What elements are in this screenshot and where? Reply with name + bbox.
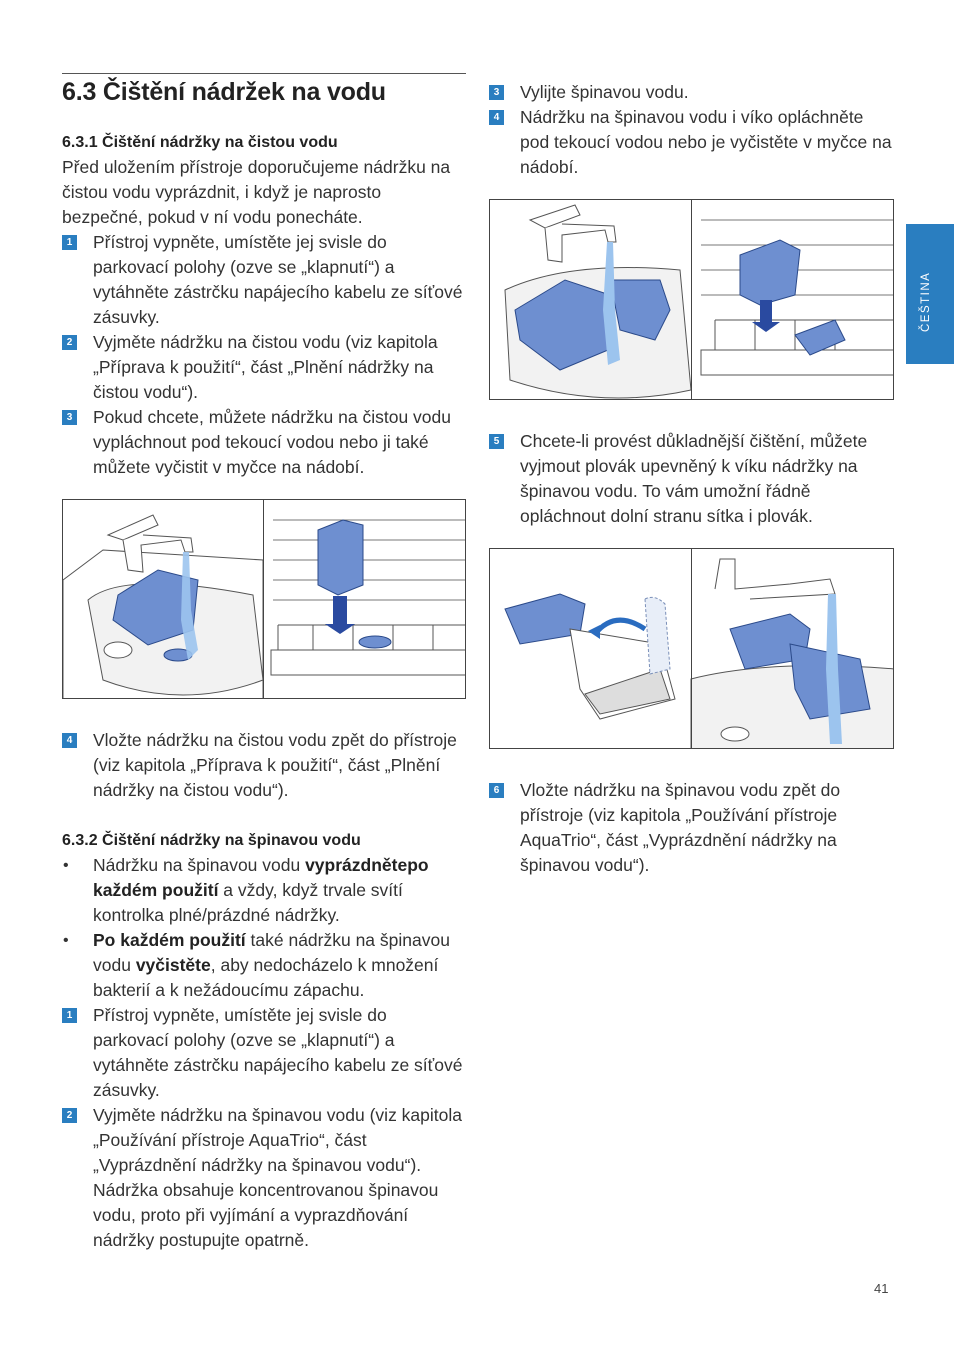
step-number: 6 [489, 783, 504, 798]
step-text: Chcete-li provést důkladnější čištění, m… [520, 431, 868, 526]
step-item: 3 Vylijte špinavou vodu. [489, 80, 894, 105]
section-title: 6.3.1 Čištění nádržky na čistou vodu [62, 134, 338, 151]
step-text: Vyjměte nádržku na špinavou vodu (viz ka… [93, 1105, 462, 1250]
step-number: 1 [62, 1008, 77, 1023]
step-item: 1 Přístroj vypněte, umístěte jej svisle d… [62, 1003, 466, 1103]
step-number: 3 [62, 410, 77, 425]
section-dirty-water-step5: 5 Chcete-li provést důkladnější čištění, … [489, 429, 894, 529]
illustration-sink-and-dishwasher [63, 500, 465, 698]
bullet-text: také nádržku na špinavou vodu [93, 930, 450, 975]
step-item: 6 Vložte nádržku na špinavou vodu zpět do… [489, 778, 894, 878]
section-clean-water-cont: 4 Vložte nádržku na čistou vodu zpět do p… [62, 728, 466, 803]
page-title: 6.3 Čištění nádržek na vodu [62, 78, 386, 106]
step-number: 1 [62, 235, 77, 250]
bullet-dot: • [63, 932, 69, 949]
step-number: 4 [62, 733, 77, 748]
step-number: 3 [489, 85, 504, 100]
figure-divider [691, 200, 692, 399]
language-tab: ČEŠTINA [906, 224, 954, 364]
section-dirty-water-cont: 3 Vylijte špinavou vodu. 4 Nádržku na špin… [489, 80, 894, 180]
bullet-text: Nádržku na špinavou vodu [93, 855, 306, 875]
illustration-sink-and-dishwasher [490, 204, 893, 399]
step-text: Vylijte špinavou vodu. [520, 82, 689, 102]
step-number: 2 [62, 335, 77, 350]
figure-float-removal [489, 548, 894, 749]
step-number: 5 [489, 434, 504, 449]
section-clean-water: 6.3.1 Čištění nádržky na čistou vodu Pře… [62, 130, 466, 480]
step-item: 4 Vložte nádržku na čistou vodu zpět do p… [62, 728, 466, 803]
bullet-dot: • [63, 857, 69, 874]
step-text: Nádržku na špinavou vodu i víko opláchně… [520, 107, 892, 177]
figure-clean-tank-rinse [62, 499, 466, 699]
bullet-text: , aby nedocházelo k množení bakterií a k… [93, 955, 439, 1000]
bullet-item: • Po každém použití také nádržku na špina… [62, 928, 466, 1003]
section-title: 6.3.2 Čištění nádržky na špinavou vodu [62, 832, 361, 849]
step-item: 2 Vyjměte nádržku na čistou vodu (viz kap… [62, 330, 466, 405]
step-number: 4 [489, 110, 504, 125]
step-text: Vložte nádržku na čistou vodu zpět do př… [93, 730, 457, 800]
bullet-bold: vyčistěte [135, 955, 211, 975]
step-text: Vložte nádržku na špinavou vodu zpět do … [520, 780, 841, 875]
step-text: Pokud chcete, můžete nádržku na čistou v… [93, 407, 451, 477]
heading-rule [62, 73, 466, 74]
step-item: 5 Chcete-li provést důkladnější čištění, … [489, 429, 894, 529]
step-item: 2 Vyjměte nádržku na špinavou vodu (viz k… [62, 1103, 466, 1253]
figure-dirty-tank-rinse [489, 199, 894, 400]
intro-text: Před uložením přístroje doporučujeme nád… [62, 157, 451, 227]
bullet-item: • Nádržku na špinavou vodu vyprázdnětepo … [62, 853, 466, 928]
page-number: 41 [874, 1281, 889, 1296]
step-text: Přístroj vypněte, umístěte jej svisle do… [93, 232, 463, 327]
section-dirty-water-step6: 6 Vložte nádržku na špinavou vodu zpět do… [489, 778, 894, 878]
figure-divider [691, 549, 692, 748]
section-dirty-water: 6.3.2 Čištění nádržky na špinavou vodu •… [62, 828, 466, 1253]
bullet-text: a vždy, když trvale svítí kontrolka plné… [93, 880, 403, 925]
step-text: Přístroj vypněte, umístěte jej svisle do… [93, 1005, 463, 1100]
illustration-float-and-sink [504, 558, 893, 748]
step-text: Vyjměte nádržku na čistou vodu (viz kapi… [93, 332, 438, 402]
bullet-bold: Po každém použití [93, 930, 246, 950]
figure-divider [263, 500, 264, 698]
bullet-bold: vyprázdnětepo každém použití [93, 855, 429, 900]
step-item: 3 Pokud chcete, můžete nádržku na čistou … [62, 405, 466, 480]
step-number: 2 [62, 1108, 77, 1123]
step-item: 4 Nádržku na špinavou vodu i víko opláchn… [489, 105, 894, 180]
step-item: 1 Přístroj vypněte, umístěte jej svisle d… [62, 230, 466, 330]
language-tab-label: ČEŠTINA [920, 271, 932, 332]
